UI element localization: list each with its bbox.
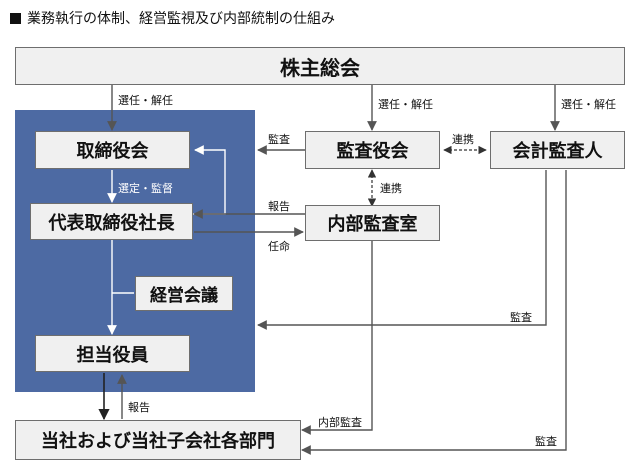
label-elect-dismiss-accounting: 選任・解任 (561, 98, 616, 111)
label-select-supervise: 選定・監督 (118, 182, 173, 195)
label-internal-audit-dept: 内部監査 (318, 416, 362, 429)
internal-audit-box: 内部監査室 (305, 205, 440, 241)
president-box: 代表取締役社長 (30, 203, 193, 240)
title-text: 業務執行の体制、経営監視及び内部統制の仕組み (27, 11, 335, 27)
accounting-auditor-box: 会計監査人 (490, 131, 625, 169)
label-audit-panel: 監査 (510, 311, 532, 324)
label-audit-departments: 監査 (535, 435, 557, 448)
page-title: 業務執行の体制、経営監視及び内部統制の仕組み (10, 8, 335, 28)
arrow-report-loop (193, 145, 226, 215)
shareholders-box: 株主総会 (15, 47, 625, 85)
square-bullet-icon (10, 13, 21, 24)
label-coop-internal: 連携 (380, 182, 402, 195)
label-appoint: 任命 (268, 240, 290, 253)
label-report-internal: 報告 (268, 200, 290, 213)
label-coop-auditors: 連携 (452, 133, 474, 146)
departments-box: 当社および当社子会社各部門 (15, 420, 301, 460)
board-box: 取締役会 (35, 131, 190, 169)
arrow-accounting-to-panel (257, 170, 547, 330)
arrow-internal-to-departments (301, 240, 373, 435)
label-report-departments: 報告 (128, 401, 150, 414)
officers-box: 担当役員 (35, 335, 190, 372)
label-audit-to-board: 監査 (268, 133, 290, 146)
label-elect-dismiss-audit-board: 選任・解任 (378, 98, 433, 111)
arrow-accounting-to-departments (301, 170, 567, 455)
management-meeting-box: 経営会議 (135, 276, 233, 311)
label-elect-dismiss-board: 選任・解任 (118, 94, 173, 107)
audit-board-box: 監査役会 (305, 131, 440, 169)
